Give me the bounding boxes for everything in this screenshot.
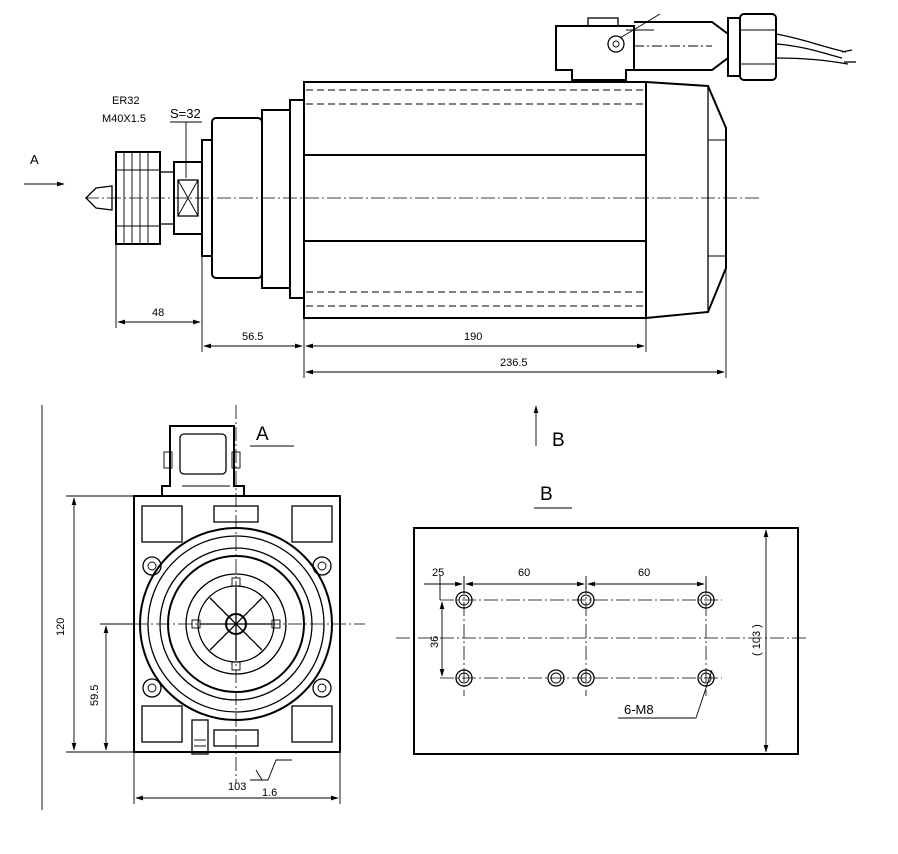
dim-59-5: 59.5 <box>89 685 101 706</box>
pocket-tr <box>291 505 333 543</box>
dim-60-b: 60 <box>638 567 650 579</box>
collet-label: ER32 <box>112 95 140 107</box>
view-arrow-b-label: B <box>552 430 565 451</box>
roughness-symbol <box>250 759 292 781</box>
dim-190: 190 <box>464 331 482 343</box>
dim-48: 48 <box>152 307 164 319</box>
flange-ring-4 <box>289 99 305 299</box>
dimensions-front <box>41 405 341 810</box>
bottom-plug <box>191 719 209 755</box>
dim-60-a: 60 <box>518 567 530 579</box>
dimensions-b <box>424 529 769 753</box>
section-a-label: A <box>256 424 269 445</box>
pocket-br <box>291 705 333 743</box>
dimensions-side <box>115 244 727 378</box>
front-rings <box>139 527 333 721</box>
side-view: ER32 M40X1.5 S=32 A 48 56.5 190 236.5 <box>24 13 856 378</box>
flange-ring-3 <box>261 109 291 289</box>
dim-56-5: 56.5 <box>242 331 263 343</box>
dim-236-5: 236.5 <box>500 357 528 369</box>
cone-tip <box>85 185 113 211</box>
dim-120: 120 <box>55 618 67 636</box>
rear-cover <box>645 81 727 319</box>
pocket-tl <box>141 505 183 543</box>
view-b: B B <box>396 405 808 755</box>
holes-label: 6-M8 <box>624 702 654 717</box>
mounting-plate <box>413 527 799 755</box>
section-b-label: B <box>540 484 553 505</box>
front-view: A 120 59.5 103 1.6 <box>41 405 365 810</box>
pocket-bl <box>141 705 183 743</box>
connector <box>555 13 856 81</box>
dim-36: 36 <box>429 636 441 648</box>
view-arrow-a-label: A <box>30 152 39 167</box>
thread-label: M40X1.5 <box>102 113 146 125</box>
motor-body <box>303 81 647 319</box>
dim-103-ref: ( 103 ) <box>751 624 763 656</box>
wrench-label: S=32 <box>170 106 201 121</box>
wrench-flat <box>173 161 203 235</box>
dim-25: 25 <box>432 567 444 579</box>
plate-holes <box>455 591 715 687</box>
roughness-label: 1.6 <box>262 787 277 799</box>
dim-103-front: 103 <box>228 781 246 793</box>
